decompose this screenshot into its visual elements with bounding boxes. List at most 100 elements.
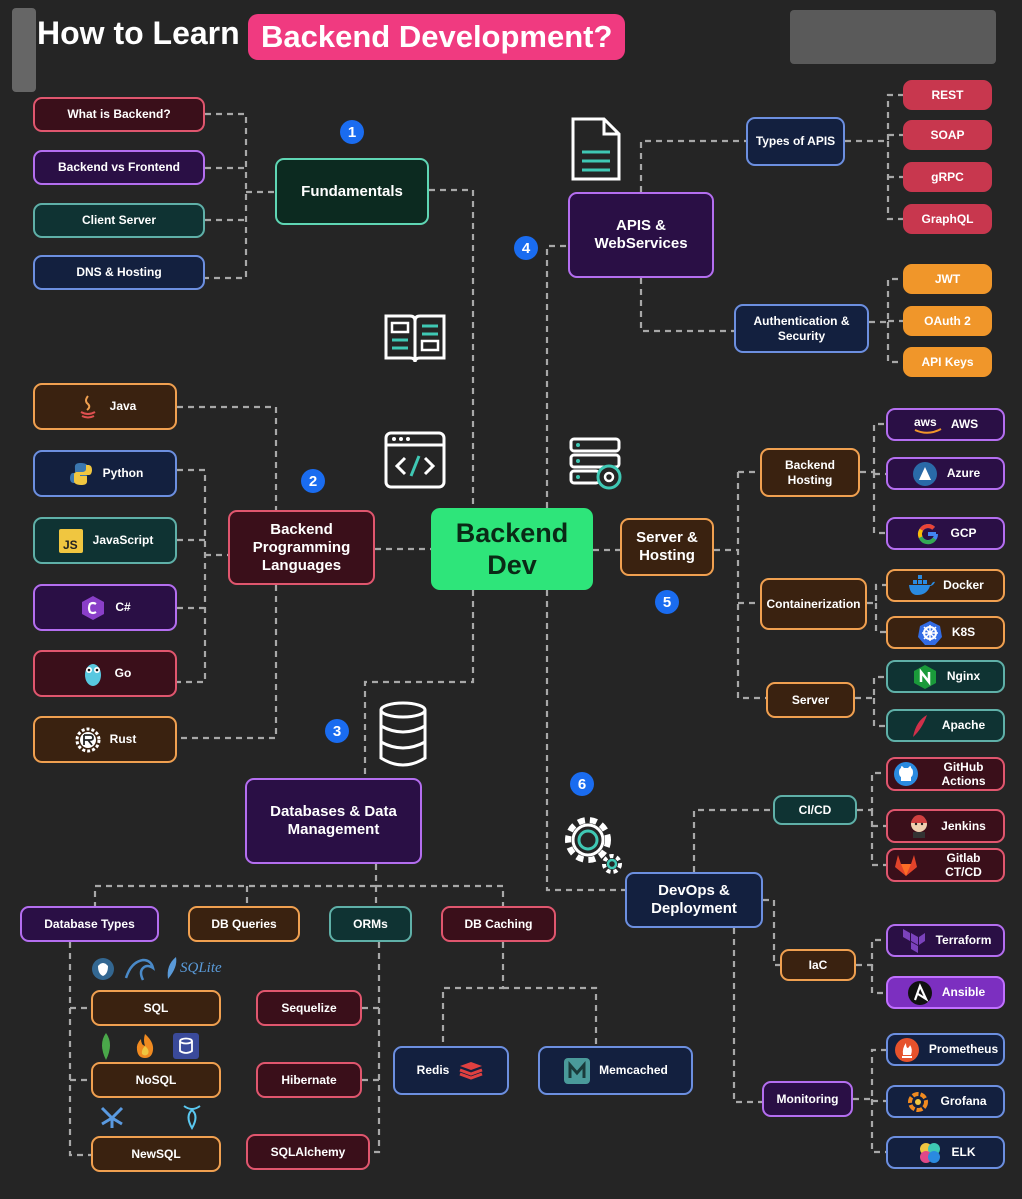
monitoring-grofana[interactable]: Grofana	[886, 1085, 1005, 1118]
devops-node[interactable]: DevOps & Deployment	[625, 872, 763, 928]
fundamentals-node[interactable]: Fundamentals	[275, 158, 429, 225]
cicd-gitlab[interactable]: Gitlab CT/CD	[886, 848, 1005, 882]
provider-aws[interactable]: aws AWS	[886, 408, 1005, 441]
db-group-queries[interactable]: DB Queries	[188, 906, 300, 942]
auth-oauth2[interactable]: OAuth 2	[903, 306, 992, 336]
javascript-icon: JS	[57, 527, 85, 555]
api-type-graphql[interactable]: GraphQL	[903, 204, 992, 234]
hosting-node[interactable]: Server & Hosting	[620, 518, 714, 576]
open-book-icon	[384, 314, 446, 363]
db-group-orms[interactable]: ORMs	[329, 906, 412, 942]
db-type-sql[interactable]: SQL	[91, 990, 221, 1026]
redis-icon	[457, 1057, 485, 1085]
cockroachdb-icon	[100, 1106, 124, 1128]
decorative-bar-left	[12, 8, 36, 92]
orm-hibernate[interactable]: Hibernate	[256, 1062, 362, 1098]
provider-azure[interactable]: Azure	[886, 457, 1005, 490]
orm-sequelize[interactable]: Sequelize	[256, 990, 362, 1026]
page-title: How to Learn	[37, 15, 240, 51]
orm-sqlalchemy[interactable]: SQLAlchemy	[246, 1134, 370, 1170]
container-docker[interactable]: Docker	[886, 569, 1005, 602]
firebase-flame-icon	[136, 1034, 154, 1058]
java-icon	[74, 393, 102, 421]
elastic-icon	[916, 1139, 944, 1167]
iac-node[interactable]: IaC	[780, 949, 856, 981]
cache-memcached[interactable]: Memcached	[538, 1046, 693, 1095]
monitoring-prometheus[interactable]: Prometheus	[886, 1033, 1005, 1066]
databases-node[interactable]: Databases & Data Management	[245, 778, 422, 864]
step-badge-6: 6	[570, 772, 594, 796]
server-node[interactable]: Server	[766, 682, 855, 718]
api-types-node[interactable]: Types of APIS	[746, 117, 845, 166]
backend-hosting-node[interactable]: Backend Hosting	[760, 448, 860, 497]
prometheus-icon	[893, 1036, 921, 1064]
dynamodb-icon	[173, 1033, 199, 1059]
language-javascript[interactable]: JS JavaScript	[33, 517, 177, 564]
auth-api-keys[interactable]: API Keys	[903, 347, 992, 377]
gitlab-icon	[892, 851, 920, 879]
containerization-node[interactable]: Containerization	[760, 578, 867, 630]
apis-node[interactable]: APIS & WebServices	[568, 192, 714, 278]
fundamentals-dns-hosting[interactable]: DNS & Hosting	[33, 255, 205, 290]
api-type-grpc[interactable]: gRPC	[903, 162, 992, 192]
language-python[interactable]: Python	[33, 450, 177, 497]
memcached-icon	[563, 1057, 591, 1085]
code-window-icon	[384, 431, 446, 489]
cache-redis[interactable]: Redis	[393, 1046, 509, 1095]
iac-ansible[interactable]: Ansible	[886, 976, 1005, 1009]
page-title-highlight: Backend Development?	[248, 14, 626, 60]
cicd-jenkins[interactable]: Jenkins	[886, 809, 1005, 843]
python-icon	[67, 460, 95, 488]
step-badge-5: 5	[655, 590, 679, 614]
apache-feather-icon	[906, 712, 934, 740]
step-badge-4: 4	[514, 236, 538, 260]
server-nginx[interactable]: Nginx	[886, 660, 1005, 693]
gears-icon	[565, 817, 622, 874]
svg-text:aws: aws	[914, 415, 937, 429]
go-gopher-icon	[79, 660, 107, 688]
api-type-soap[interactable]: SOAP	[903, 120, 992, 150]
azure-icon	[911, 460, 939, 488]
ansible-icon	[906, 979, 934, 1007]
auth-jwt[interactable]: JWT	[903, 264, 992, 294]
container-k8s[interactable]: K8S	[886, 616, 1005, 649]
svg-text:JS: JS	[63, 538, 78, 552]
db-type-newsql[interactable]: NewSQL	[91, 1136, 221, 1172]
cockroach-newsql-icon	[183, 1105, 201, 1130]
step-badge-3: 3	[325, 719, 349, 743]
center-backend-dev[interactable]: Backend Dev	[431, 508, 593, 590]
sqlite-logo-icon: SQLite	[164, 954, 222, 982]
api-auth-node[interactable]: Authentication & Security	[734, 304, 869, 353]
nginx-icon	[911, 663, 939, 691]
language-csharp[interactable]: C#	[33, 584, 177, 631]
db-group-caching[interactable]: DB Caching	[441, 906, 556, 942]
csharp-icon	[79, 594, 107, 622]
monitoring-node[interactable]: Monitoring	[762, 1081, 853, 1117]
terraform-icon	[900, 927, 928, 955]
fundamentals-client-server[interactable]: Client Server	[33, 203, 205, 238]
provider-gcp[interactable]: GCP	[886, 517, 1005, 550]
github-icon	[892, 760, 920, 788]
db-group-types[interactable]: Database Types	[20, 906, 159, 942]
language-go[interactable]: Go	[33, 650, 177, 697]
server-gear-icon	[569, 437, 622, 490]
step-badge-2: 2	[301, 469, 325, 493]
monitoring-elk[interactable]: ELK	[886, 1136, 1005, 1169]
api-type-rest[interactable]: REST	[903, 80, 992, 110]
languages-node[interactable]: Backend Programming Languages	[228, 510, 375, 585]
db-type-nosql[interactable]: NoSQL	[91, 1062, 221, 1098]
docker-icon	[907, 572, 936, 600]
language-java[interactable]: Java	[33, 383, 177, 430]
cicd-node[interactable]: CI/CD	[773, 795, 857, 825]
cicd-github-actions[interactable]: GitHub Actions	[886, 757, 1005, 791]
language-rust[interactable]: Rust	[33, 716, 177, 763]
server-apache[interactable]: Apache	[886, 709, 1005, 742]
iac-terraform[interactable]: Terraform	[886, 924, 1005, 957]
jenkins-icon	[905, 812, 933, 840]
fundamentals-what-is-backend[interactable]: What is Backend?	[33, 97, 205, 132]
rust-icon	[74, 726, 102, 754]
step-badge-1: 1	[340, 120, 364, 144]
mysql-dolphin-icon	[124, 958, 155, 981]
fundamentals-backend-vs-frontend[interactable]: Backend vs Frontend	[33, 150, 205, 185]
